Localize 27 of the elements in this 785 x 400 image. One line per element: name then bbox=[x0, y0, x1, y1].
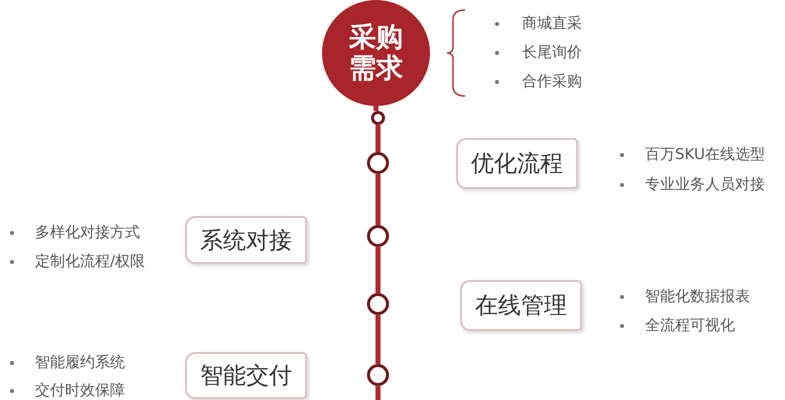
timeline-node-circle bbox=[367, 225, 389, 247]
bullet-text: 百万SKU在线选型 bbox=[645, 145, 765, 164]
bullet-text: 合作采购 bbox=[522, 72, 582, 91]
stage-box: 在线管理 bbox=[460, 280, 582, 331]
bullet-text: 全流程可视化 bbox=[645, 316, 735, 335]
connector-line bbox=[376, 247, 380, 293]
bullet-text: 多样化对接方式 bbox=[35, 223, 140, 242]
connector-line bbox=[376, 386, 380, 400]
stage-box: 智能交付 bbox=[185, 352, 307, 399]
connector-line bbox=[376, 315, 380, 364]
timeline-node-circle bbox=[371, 111, 385, 125]
stage-box: 系统对接 bbox=[185, 216, 307, 264]
connector-line bbox=[376, 125, 380, 152]
bullet-text: 智能履约系统 bbox=[35, 353, 125, 372]
title-circle: 采购需求 bbox=[322, 0, 430, 106]
bullet-text: 长尾询价 bbox=[522, 43, 582, 62]
bullet-text: 交付时效保障 bbox=[35, 381, 125, 400]
bullet-text: 商城直采 bbox=[522, 14, 582, 33]
bullet-text: 智能化数据报表 bbox=[645, 287, 750, 306]
bullet-text: 定制化流程/权限 bbox=[35, 252, 146, 271]
timeline-node-circle bbox=[367, 152, 389, 174]
connector-line bbox=[374, 106, 378, 111]
bullet-text: 专业业务人员对接 bbox=[645, 175, 765, 194]
connector-line bbox=[376, 174, 380, 225]
stage-box: 优化流程 bbox=[456, 138, 578, 189]
timeline-node-circle bbox=[367, 364, 389, 386]
timeline-node-circle bbox=[367, 293, 389, 315]
